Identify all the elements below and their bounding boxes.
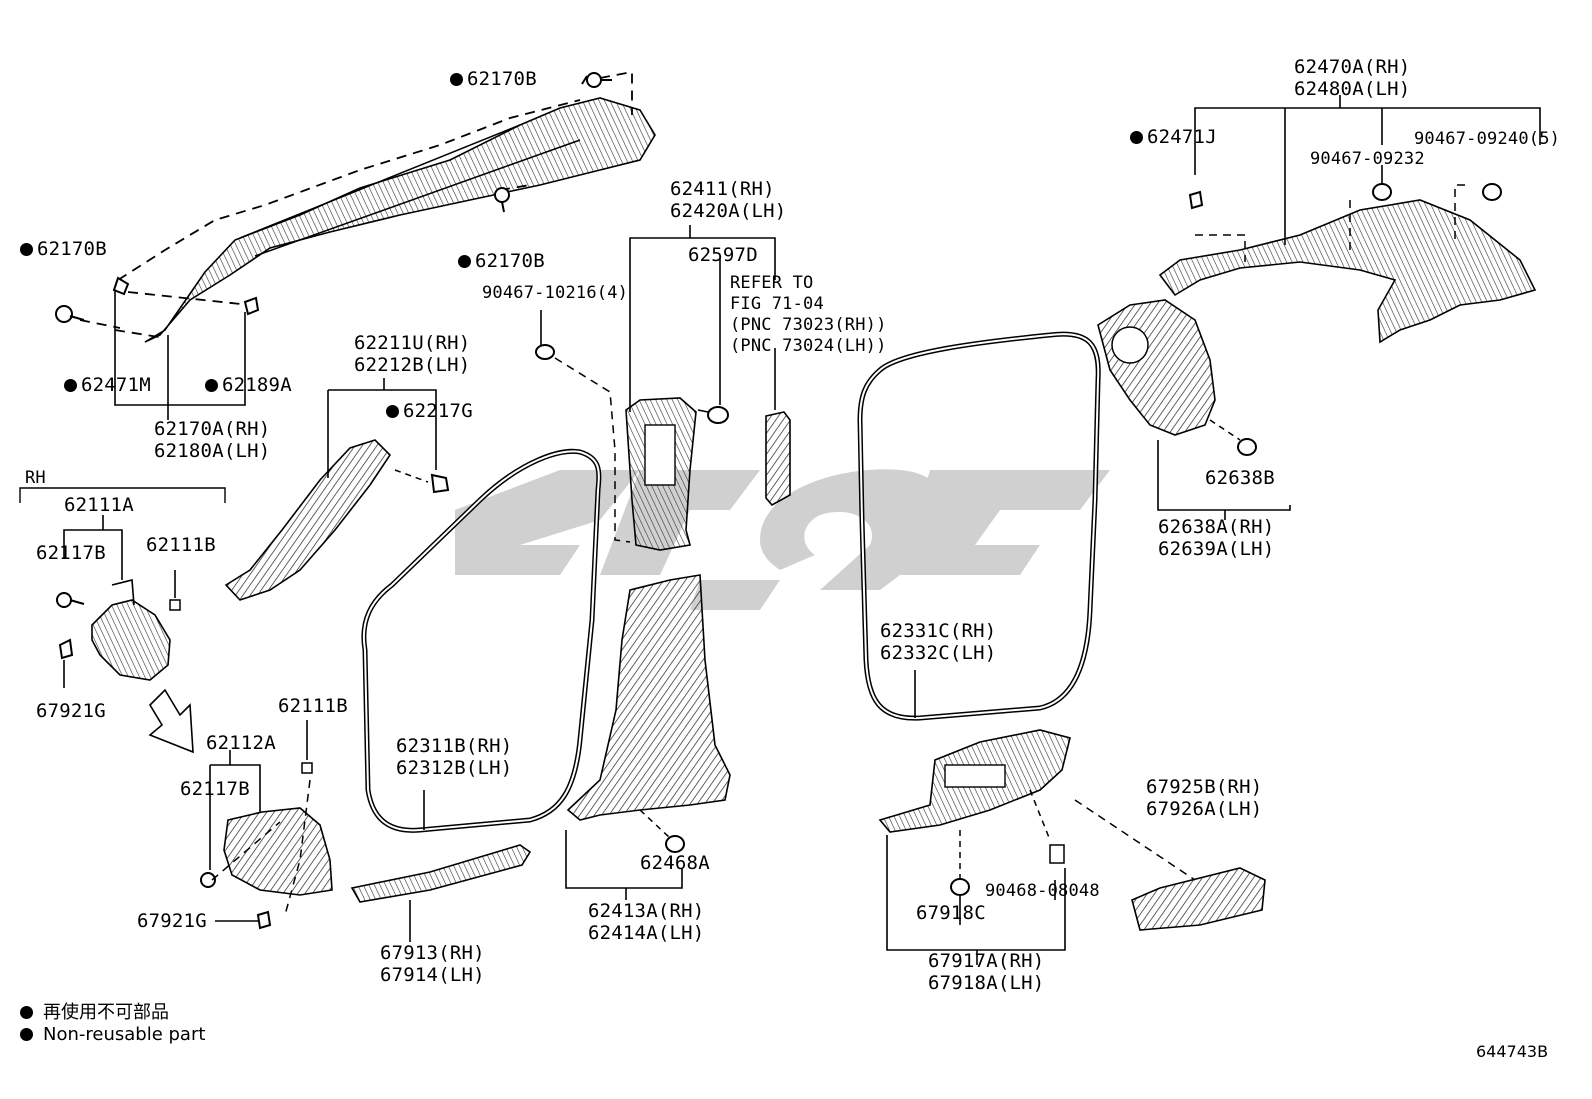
- direction-arrow-icon: [148, 688, 194, 754]
- part-label-62471M: 62471M: [64, 374, 151, 396]
- part-label-62332C: 62332C(LH): [880, 642, 997, 664]
- group-label-rh: RH: [25, 468, 46, 488]
- roof-side-garnish-part: [144, 97, 656, 343]
- part-label-62189A: 62189A: [205, 374, 292, 396]
- legend-text-english: Non-reusable part: [43, 1024, 206, 1045]
- part-label-62480A: 62480A(LH): [1294, 78, 1411, 100]
- part-label-62639A: 62639A(LH): [1158, 538, 1275, 560]
- part-label-62638B: 62638B: [1205, 467, 1275, 489]
- reference-note-line-4: (PNC 73024(LH)): [730, 336, 887, 356]
- part-label-62311B: 62311B(RH): [396, 735, 513, 757]
- bolt-62170B-left: [55, 305, 85, 323]
- part-label-62470A: 62470A(RH): [1294, 56, 1411, 78]
- part-label-62638A: 62638A(RH): [1158, 516, 1275, 538]
- clip-62170B-top: [581, 72, 612, 88]
- part-label-62471J: 62471J: [1130, 126, 1217, 148]
- reference-note-line-3: (PNC 73023(RH)): [730, 315, 887, 335]
- figure-number: 644743B: [1476, 1042, 1549, 1061]
- part-label-62170A: 62170A(RH): [154, 418, 271, 440]
- part-label-62211U: 62211U(RH): [354, 332, 471, 354]
- part-label-67918C: 67918C: [916, 902, 986, 924]
- part-label-67921G-b: 67921G: [137, 910, 207, 932]
- center-pillar-garnish-upper: [625, 397, 697, 551]
- part-label-62468A: 62468A: [640, 852, 710, 874]
- part-label-90467-09240: 90467-09240(5): [1414, 129, 1561, 149]
- cowl-side-trim-lower: [223, 807, 333, 896]
- part-label-67914: 67914(LH): [380, 964, 485, 986]
- part-label-67925B: 67925B(RH): [1146, 776, 1263, 798]
- part-label-62170B-left: 62170B: [20, 238, 107, 260]
- part-label-90467-10216: 90467-10216(4): [482, 283, 629, 303]
- part-label-67921G-a: 67921G: [36, 700, 106, 722]
- clip-62597D: [707, 406, 729, 424]
- legend-text-chinese: 再使用不可部品: [43, 1002, 169, 1023]
- part-label-62413A: 62413A(RH): [588, 900, 705, 922]
- part-label-62331C: 62331C(RH): [880, 620, 997, 642]
- part-label-62597D: 62597D: [688, 244, 758, 266]
- part-label-67918A: 67918A(LH): [928, 972, 1045, 994]
- part-label-90468-08048: 90468-08048: [985, 881, 1100, 901]
- bullet-icon: [20, 1028, 33, 1041]
- legend-line-chinese: 再使用不可部品: [20, 998, 169, 1024]
- part-label-67926A: 67926A(LH): [1146, 798, 1263, 820]
- seat-belt-adjuster-part: [765, 411, 791, 507]
- rear-scuff-plate: [878, 729, 1071, 833]
- front-pillar-garnish: [224, 439, 392, 601]
- part-label-62217G: 62217G: [386, 400, 473, 422]
- center-pillar-garnish-lower: [566, 574, 731, 821]
- part-label-62111A: 62111A: [64, 494, 134, 516]
- part-label-67917A: 67917A(RH): [928, 950, 1045, 972]
- front-door-weatherstrip: [361, 448, 602, 833]
- reference-note-line-1: REFER TO: [730, 273, 814, 293]
- clip-62217G: [430, 473, 450, 494]
- part-label-62170B-top: 62170B: [450, 68, 537, 90]
- part-label-62411: 62411(RH): [670, 178, 775, 200]
- part-label-62111B-b: 62111B: [278, 695, 348, 717]
- part-label-62117B-a: 62117B: [36, 542, 106, 564]
- part-label-62414A: 62414A(LH): [588, 922, 705, 944]
- part-label-62112A: 62112A: [206, 732, 276, 754]
- part-label-62420A: 62420A(LH): [670, 200, 787, 222]
- rear-door-weatherstrip: [857, 331, 1101, 721]
- part-label-62170B-mid: 62170B: [458, 250, 545, 272]
- part-label-90467-09232: 90467-09232: [1310, 149, 1425, 169]
- part-label-62111B-a: 62111B: [146, 534, 216, 556]
- part-label-67913: 67913(RH): [380, 942, 485, 964]
- step-light-cover: [1131, 867, 1266, 931]
- bullet-icon: [20, 1006, 33, 1019]
- part-label-62180A: 62180A(LH): [154, 440, 271, 462]
- front-door-scuff-plate: [350, 844, 532, 903]
- watermark: [455, 469, 1110, 610]
- roof-side-inner-garnish: [1097, 299, 1216, 436]
- cowl-side-bracket-upper: [91, 578, 171, 681]
- part-label-62212B: 62212B(LH): [354, 354, 471, 376]
- legend-line-english: Non-reusable part: [20, 1024, 205, 1045]
- quarter-trim-upper: [1158, 199, 1537, 344]
- clip-62170B-mid: [494, 187, 510, 213]
- part-label-62312B: 62312B(LH): [396, 757, 513, 779]
- reference-note-line-2: FIG 71-04: [730, 294, 824, 314]
- part-label-62117B-b: 62117B: [180, 778, 250, 800]
